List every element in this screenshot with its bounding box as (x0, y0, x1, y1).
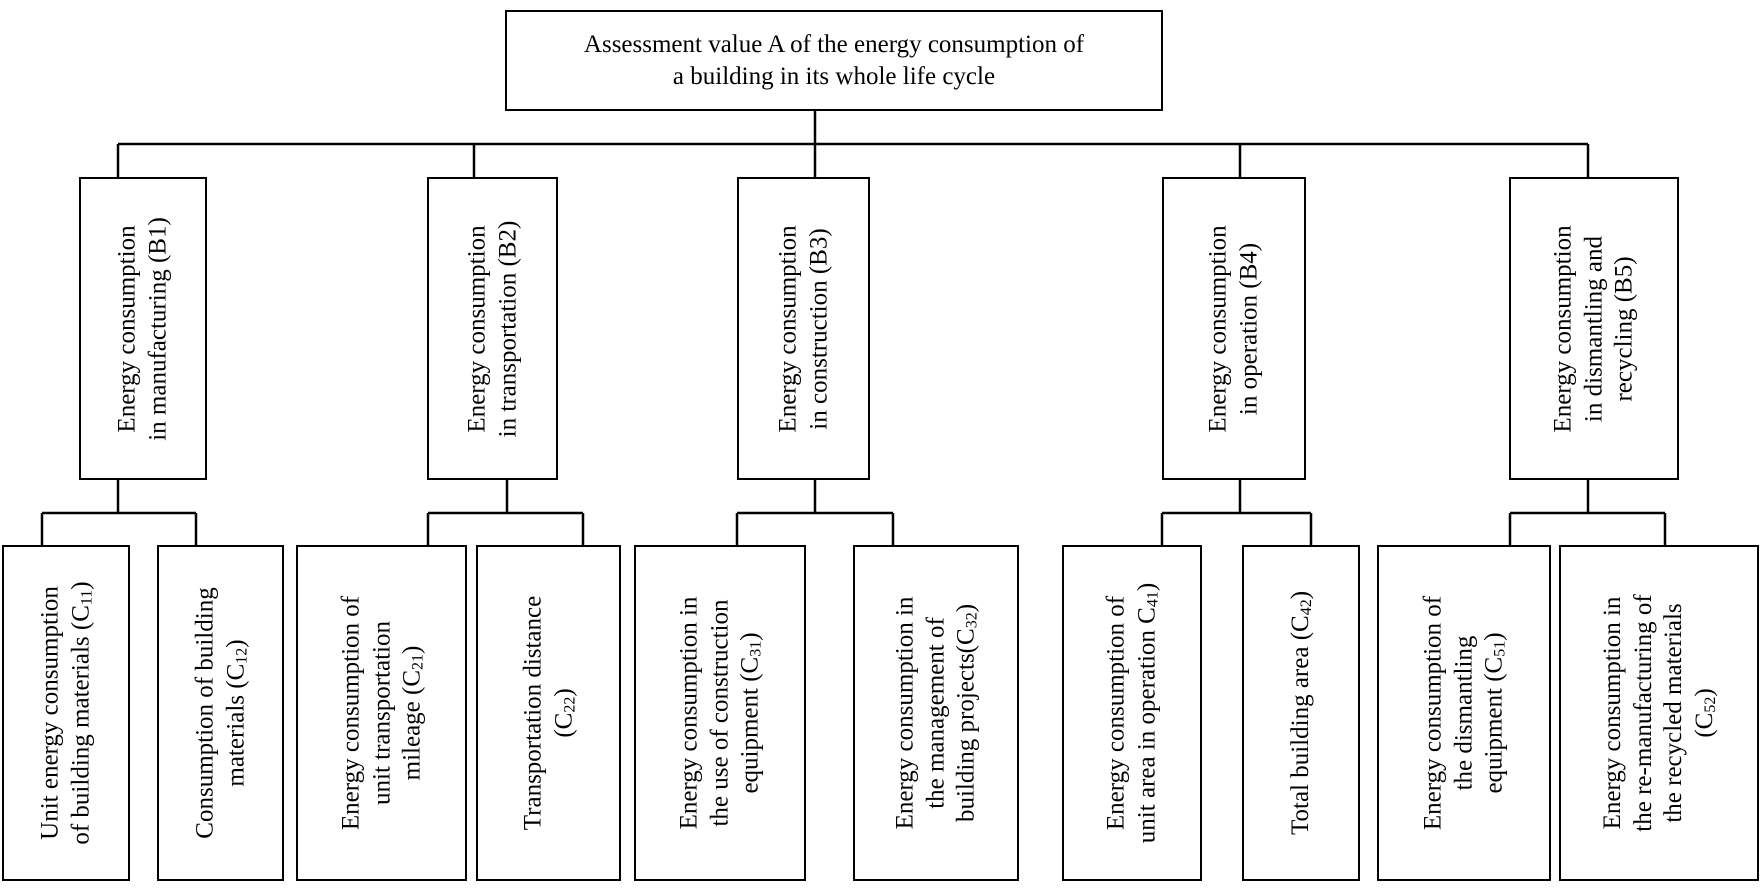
c-label-line: Energy consumption of (1102, 595, 1130, 831)
node-b4-line-1: Energy consumption (1204, 224, 1232, 433)
c-label-line: equipment (C51) (1480, 632, 1509, 794)
c-label-line: the dismantling (1449, 635, 1477, 791)
subscript-index: 52 (1701, 696, 1719, 713)
node-c42-total-building-area: Total building area (C42) (1242, 545, 1360, 881)
node-b2-label: Energy consumption in transportation (B2… (462, 220, 523, 437)
c-label-line: unit area in operation C41) (1133, 582, 1161, 844)
c-label-line: Transportation distance (519, 595, 546, 831)
c-label-line: materials (C12) (221, 639, 250, 787)
root-node-assessment-a: Assessment value A of the energy consump… (505, 10, 1163, 111)
node-b3-construction: Energy consumption in construction (B3) (737, 177, 870, 480)
root-line-2: a building in its whole life cycle (672, 62, 996, 90)
node-b5-dismantling: Energy consumption in dismantling and re… (1509, 177, 1679, 480)
subscript-index: 31 (747, 640, 765, 657)
node-b1-label: Energy consumption in manufacturing (B1) (113, 217, 174, 441)
subscript-index: 51 (1491, 640, 1509, 657)
node-c22-label: Transportation distance(C22) (518, 596, 579, 830)
c-label-line: the recycled materials (1660, 603, 1687, 823)
subscript-index: 42 (1297, 599, 1315, 616)
subscript-index: 11 (78, 589, 95, 606)
node-b4-label: Energy consumption in operation (B4) (1204, 225, 1265, 432)
c-label-line: equipment (C31) (736, 632, 765, 794)
node-b3-line-1: Energy consumption (774, 224, 801, 433)
node-b1-line-2: in manufacturing (B1) (144, 216, 171, 441)
node-b3-label: Energy consumption in construction (B3) (773, 225, 834, 432)
root-node-label: Assessment value A of the energy consump… (584, 29, 1084, 92)
c-label-line: mileage (C21) (397, 645, 426, 781)
c-label-line: Consumption of building (191, 587, 218, 839)
node-b4-line-2: in operation (B4) (1235, 242, 1262, 415)
c-label-line: the management of (921, 617, 949, 809)
node-c22-transportation-distance: Transportation distance(C22) (476, 545, 621, 881)
node-b5-line-2: in dismantling and (1579, 235, 1607, 422)
node-b2-transportation: Energy consumption in transportation (B2… (427, 177, 558, 480)
node-b5-label: Energy consumption in dismantling and re… (1548, 225, 1640, 432)
c-label-line: Energy consumption of (1419, 595, 1447, 831)
c-label-line: unit transportation (367, 621, 395, 806)
subscript-index: 22 (560, 696, 578, 713)
root-line-1: Assessment value A of the energy consump… (583, 31, 1085, 59)
c-label-line: Energy consumption in (675, 596, 703, 830)
c-label-line: Energy consumption of (336, 595, 364, 831)
subscript-index: 41 (1144, 591, 1161, 608)
node-b2-line-2: in transportation (B2) (493, 220, 521, 437)
c-label-line: building projects(C32) (952, 603, 981, 823)
node-b1-line-1: Energy consumption (113, 224, 141, 433)
c-label-line: the re-manufacturing of (1629, 594, 1657, 832)
c-label-line: (C22) (549, 688, 578, 738)
subscript-index: 21 (408, 653, 426, 670)
node-c42-label: Total building area (C42) (1286, 591, 1317, 835)
c-label-line: of building materials (C11) (67, 581, 95, 845)
c-label-line: the use of construction (705, 599, 733, 827)
node-b5-line-1: Energy consumption (1549, 224, 1577, 433)
c-label-line: Total building area (C42) (1286, 590, 1315, 836)
c-label-line: Energy consumption in (891, 596, 919, 830)
node-b4-operation: Energy consumption in operation (B4) (1162, 177, 1306, 480)
c-label-line: Energy consumption in (1599, 596, 1626, 830)
subscript-index: 12 (232, 647, 250, 664)
c-label-line: (C52) (1690, 688, 1719, 738)
node-b2-line-1: Energy consumption (463, 224, 490, 433)
node-b1-manufacturing: Energy consumption in manufacturing (B1) (79, 177, 207, 480)
node-b3-line-2: in construction (B3) (804, 227, 832, 430)
c-label-line: Unit energy consumption (36, 586, 64, 840)
subscript-index: 32 (963, 612, 981, 629)
node-b5-line-3: recycling (B5) (1610, 255, 1638, 402)
